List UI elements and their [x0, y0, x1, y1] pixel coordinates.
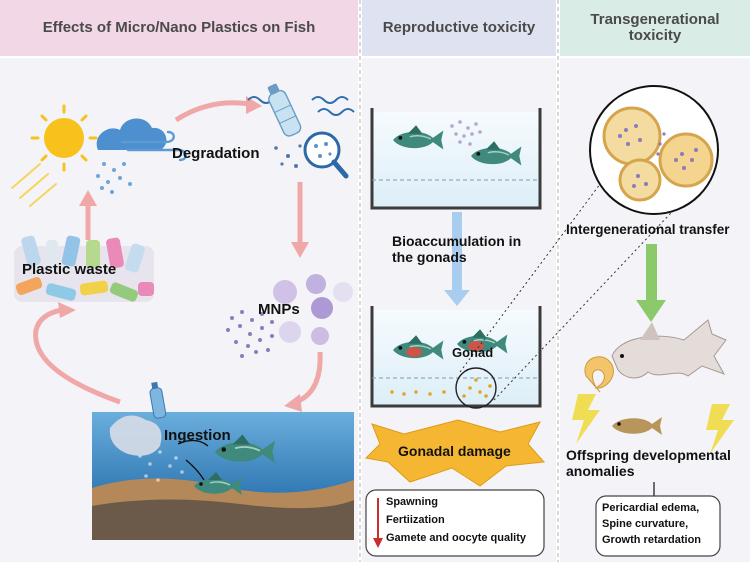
- plastic-bottle-icon: [247, 83, 355, 168]
- fish-gonad-2: [456, 328, 509, 355]
- header-bar-transgenerational: [560, 0, 750, 56]
- arrow-ingestion-to-waste: [33, 307, 121, 405]
- sun-icon: [11, 104, 98, 207]
- rain-cloud-icon: [96, 118, 187, 194]
- plastic-waste-pile: [14, 235, 154, 302]
- arrow-bioaccumulation: [452, 212, 462, 292]
- offspring-effect-1: Pericardial edema,: [602, 502, 700, 514]
- tank-top: [370, 108, 542, 210]
- offspring-effect-2: Spine curvature,: [602, 518, 689, 530]
- lightning-right-icon: [706, 404, 734, 454]
- lightning-left-icon: [572, 394, 600, 444]
- reproductive-effect-3: Gamete and oocyte quality: [386, 532, 526, 544]
- header-transgenerational: Transgenerational toxicity: [590, 10, 720, 44]
- mnp-particles: [226, 274, 353, 358]
- arrow-intergenerational: [646, 244, 657, 304]
- deformed-fish-icon: [611, 319, 727, 379]
- header-reproductive: Reproductive toxicity: [382, 18, 536, 36]
- header-effects: Effects of Micro/Nano Plastics on Fish: [42, 18, 316, 36]
- label-mnps: MNPs: [258, 301, 300, 318]
- fish-gonad-1: [392, 334, 445, 361]
- label-degradation: Degradation: [172, 145, 260, 162]
- offspring-fish-icon: [612, 417, 662, 435]
- offspring-effects-box: [595, 495, 721, 557]
- magnifier-icon: [303, 131, 349, 179]
- reproductive-effect-2: Fertiization: [386, 514, 445, 526]
- label-offspring-anomalies: Offspring developmental anomalies: [566, 447, 731, 479]
- oocyte-cluster: [589, 85, 719, 215]
- offspring-effect-3: Growth retardation: [602, 534, 702, 546]
- reproductive-effects-box: [365, 489, 545, 557]
- label-gonadal-damage: Gonadal damage: [398, 443, 511, 459]
- label-bioaccumulation: Bioaccumulation in the gonads: [392, 233, 522, 265]
- deformed-larva-icon: [584, 356, 614, 393]
- zoom-line-bottom: [493, 177, 705, 401]
- label-plastic-waste: Plastic waste: [22, 261, 117, 278]
- header-bar-reproductive: [362, 0, 556, 56]
- label-gonad: Gonad: [452, 345, 494, 360]
- floating-bottle-icon: [149, 381, 167, 419]
- label-intergenerational-transfer: Intergenerational transfer: [566, 222, 730, 237]
- label-ingestion: Ingestion: [164, 427, 231, 444]
- ingestion-arrow-small-2: [185, 459, 205, 481]
- header-bar-effects: [0, 0, 358, 56]
- reproductive-effect-1: Spawning: [386, 496, 438, 508]
- gonad-zoom-circle: [455, 367, 497, 409]
- gonadal-damage-burst: [364, 419, 546, 487]
- arrow-weather-to-degradation: [174, 100, 251, 123]
- plastic-bag-icon: [109, 415, 162, 456]
- ingestion-arrow-small: [177, 439, 209, 447]
